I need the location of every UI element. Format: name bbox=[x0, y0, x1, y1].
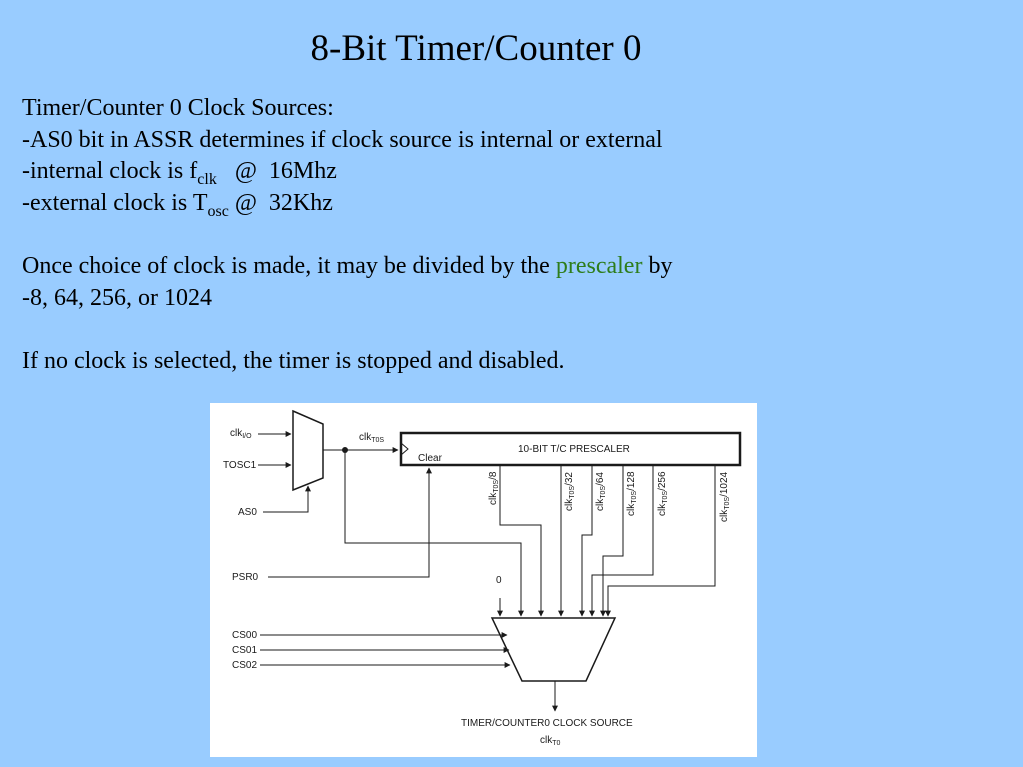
spacer bbox=[22, 314, 982, 346]
as0-bit-line: -AS0 bit in ASSR determines if clock sou… bbox=[22, 126, 663, 153]
internal-clock-prefix: -internal clock is f bbox=[22, 158, 198, 185]
clock-triangle-icon bbox=[400, 442, 409, 456]
stopped-line: If no clock is selected, the timer is st… bbox=[22, 347, 565, 374]
clock-sources-heading: Timer/Counter 0 Clock Sources: bbox=[22, 95, 334, 121]
prescaler-diagram-svg: clkI/O TOSC1 AS0 PSR0 CS00 CS01 CS02 0 c… bbox=[223, 409, 742, 747]
cs02-label: CS02 bbox=[232, 660, 257, 671]
internal-clock-rate: @ 16Mhz bbox=[216, 158, 337, 185]
output-label: TIMER/COUNTER0 CLOCK SOURCE bbox=[461, 718, 633, 729]
prescaler-label: 10-BIT T/C PRESCALER bbox=[518, 444, 630, 455]
prescaler-line-end: by bbox=[642, 252, 673, 279]
external-clock-line: -external clock is Tosc @ 32Khz bbox=[22, 188, 982, 220]
internal-clock-subscript: clk bbox=[197, 171, 217, 189]
cs01-label: CS01 bbox=[232, 645, 257, 656]
clk-tos-label: clkT0S bbox=[359, 432, 384, 444]
tap-label-256: clkT0S/256 bbox=[657, 471, 669, 516]
external-clock-rate: @ 32Khz bbox=[228, 189, 333, 216]
prescaler-line: Once choice of clock is made, it may be … bbox=[22, 251, 982, 283]
tap-label-32: clkT0S/32 bbox=[564, 472, 576, 511]
prescaler-line-start: Once choice of clock is made, it may be … bbox=[22, 252, 556, 279]
clear-label: Clear bbox=[418, 453, 443, 464]
output-clk-label: clkT0 bbox=[540, 735, 561, 747]
tap-label-128: clkT0S/128 bbox=[626, 471, 638, 516]
prescaler-diagram: clkI/O TOSC1 AS0 PSR0 CS00 CS01 CS02 0 c… bbox=[210, 403, 757, 757]
as0-label: AS0 bbox=[238, 507, 257, 518]
output-mux bbox=[490, 617, 617, 682]
zero-input-label: 0 bbox=[496, 575, 502, 586]
external-clock-prefix: -external clock is T bbox=[22, 189, 208, 216]
external-clock-subscript: osc bbox=[207, 202, 229, 220]
divisors-line: -8, 64, 256, or 1024 bbox=[22, 284, 212, 311]
junction-dot bbox=[342, 447, 348, 453]
clk-io-label: clkI/O bbox=[230, 428, 252, 440]
psr0-label: PSR0 bbox=[232, 572, 259, 583]
input-mux bbox=[292, 409, 324, 492]
cs00-label: CS00 bbox=[232, 630, 257, 641]
spacer bbox=[22, 219, 982, 251]
internal-clock-line: -internal clock is fclk @ 16Mhz bbox=[22, 156, 982, 188]
tap-label-64: clkT0S/64 bbox=[595, 472, 607, 511]
tap-label-8: clkT0S/8 bbox=[488, 471, 500, 505]
slide-title: 8-Bit Timer/Counter 0 bbox=[310, 28, 642, 69]
prescaler-keyword: prescaler bbox=[555, 252, 643, 279]
slide-body: Timer/Counter 0 Clock Sources: -AS0 bit … bbox=[22, 93, 982, 377]
tap-label-1024: clkT0S/1024 bbox=[719, 471, 731, 522]
tosc1-label: TOSC1 bbox=[223, 460, 257, 471]
prescaler-block bbox=[399, 431, 742, 467]
